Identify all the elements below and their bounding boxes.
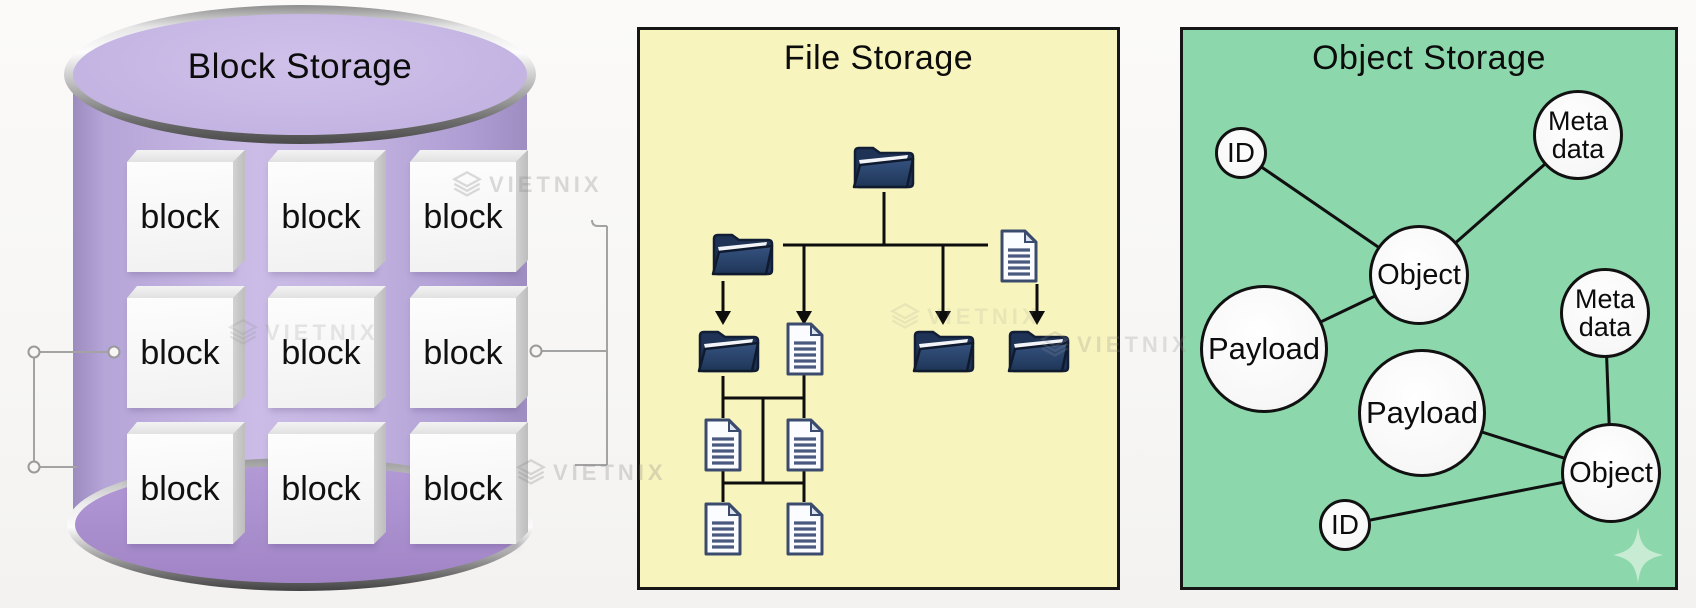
node-object-top: Object (1369, 225, 1469, 325)
document-icon (704, 502, 742, 556)
node-label: Object (1377, 258, 1461, 291)
arrow-down-icon (796, 311, 812, 325)
block-cube: block (127, 298, 233, 408)
block-cube: block (268, 162, 374, 272)
right-connector-wire (529, 219, 608, 466)
arrow-down-icon (1029, 311, 1045, 325)
node-label: Meta data (1547, 105, 1609, 164)
document-icon (786, 322, 824, 376)
folder-icon (852, 146, 915, 189)
node-payload-left: Payload (1200, 285, 1328, 413)
node-metadata-top: Meta data (1533, 90, 1623, 180)
file-tree-graphic (697, 146, 1070, 556)
node-payload-middle: Payload (1358, 349, 1486, 477)
block-cube: block (127, 434, 233, 544)
arrow-down-icon (935, 311, 951, 325)
arrow-down-icon (715, 311, 731, 325)
cylinder-top-rim: Block Storage (64, 5, 536, 144)
document-icon (1000, 229, 1038, 283)
block-cube: block (410, 298, 516, 408)
block-cube: block (410, 434, 516, 544)
cylinder-top-face (73, 14, 527, 135)
node-label: ID (1227, 137, 1255, 169)
file-storage-title: File Storage (783, 39, 974, 77)
object-storage-title: Object Storage (1312, 39, 1546, 77)
node-label: Meta data (1574, 283, 1636, 342)
block-label: block (140, 333, 220, 372)
sparkle-star-icon (1613, 527, 1663, 583)
block-label: block (281, 469, 361, 508)
folder-icon (697, 330, 760, 373)
node-id-bottom: ID (1319, 499, 1371, 551)
block-storage-title: Block Storage (187, 47, 413, 86)
block-label: block (423, 333, 503, 372)
node-id-top: ID (1215, 127, 1267, 179)
folder-icon (912, 330, 975, 373)
block-label: block (281, 197, 361, 236)
block-label: block (423, 197, 503, 236)
node-label: Object (1569, 456, 1653, 489)
block-cube: block (268, 298, 374, 408)
block-cube: block (410, 162, 516, 272)
wire-terminal-dot (27, 345, 41, 359)
block-label: block (140, 197, 220, 236)
block-label: block (281, 333, 361, 372)
document-icon (704, 418, 742, 472)
document-icon (786, 418, 824, 472)
node-label: Payload (1365, 394, 1479, 430)
node-metadata-bottom: Meta data (1560, 268, 1650, 358)
block-label: block (140, 469, 220, 508)
file-storage-panel: File Storage (637, 27, 1120, 590)
block-label: block (423, 469, 503, 508)
block-cube: block (268, 434, 374, 544)
node-label: Payload (1207, 330, 1321, 366)
wire-terminal-dot (27, 460, 41, 474)
left-connector-wire (27, 345, 121, 474)
node-label: ID (1331, 509, 1359, 541)
node-object-bottom: Object (1561, 423, 1661, 523)
wire-terminal-dot (529, 344, 543, 358)
document-icon (786, 502, 824, 556)
object-storage-panel: ID Meta data Object Payload Payload Meta… (1180, 27, 1678, 590)
block-cube: block (127, 162, 233, 272)
folder-icon (1007, 330, 1070, 373)
folder-icon (711, 233, 774, 276)
wire-terminal-dot (107, 345, 121, 359)
